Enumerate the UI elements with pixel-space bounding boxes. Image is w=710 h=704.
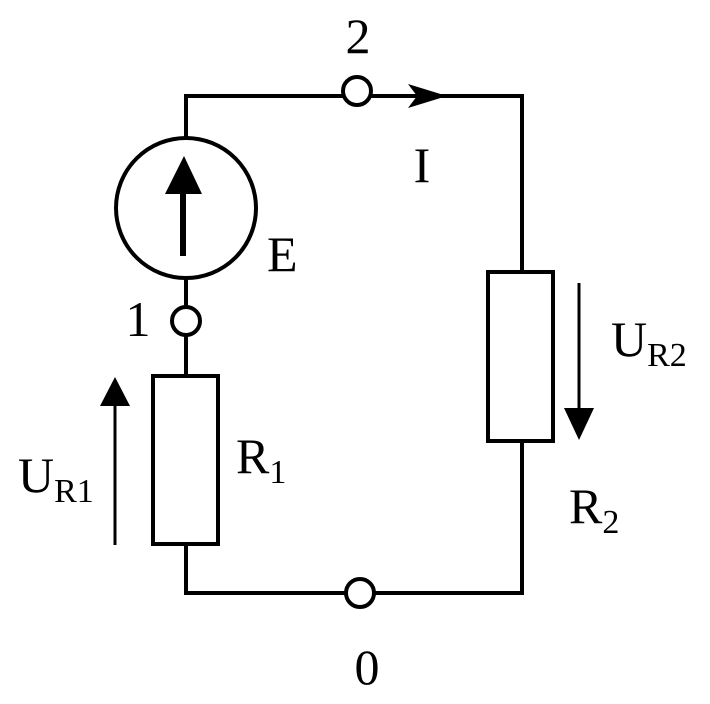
node-1-label: 1 [126,291,151,347]
node-0-terminal [344,577,376,609]
source-label: E [267,226,298,282]
resistor-r1-label-main: R [236,428,270,484]
node-1-terminal [170,305,202,337]
voltage-arrow-ur2-head [564,408,594,440]
current-arrow-head [408,84,447,108]
resistor-r1-label-sub: 1 [269,454,286,491]
voltage-ur1-label: UR1 [18,447,94,510]
node-0-label: 0 [355,639,380,695]
voltage-ur1-label-sub: R1 [54,473,94,510]
voltage-ur2-label-main: U [611,311,647,367]
resistor-r2-label: R2 [569,478,619,541]
source-arrow-head [165,156,202,194]
voltage-arrow-ur2 [564,283,594,440]
voltage-arrow-ur1-head [100,377,130,406]
node-2-terminal [341,75,373,107]
resistor-r2-label-main: R [569,478,603,534]
voltage-arrow-ur1 [100,377,130,545]
resistor-r2-label-sub: 2 [602,504,619,541]
voltage-ur1-label-main: U [18,447,54,503]
resistor-r2 [486,270,555,443]
node-2-label: 2 [346,8,371,64]
voltage-source [114,136,258,280]
resistor-r1-label: R1 [236,428,286,491]
voltage-ur2-label: UR2 [611,311,687,374]
current-label: I [414,137,431,193]
voltage-ur2-label-sub: R2 [647,337,687,374]
resistor-r1 [151,374,220,546]
